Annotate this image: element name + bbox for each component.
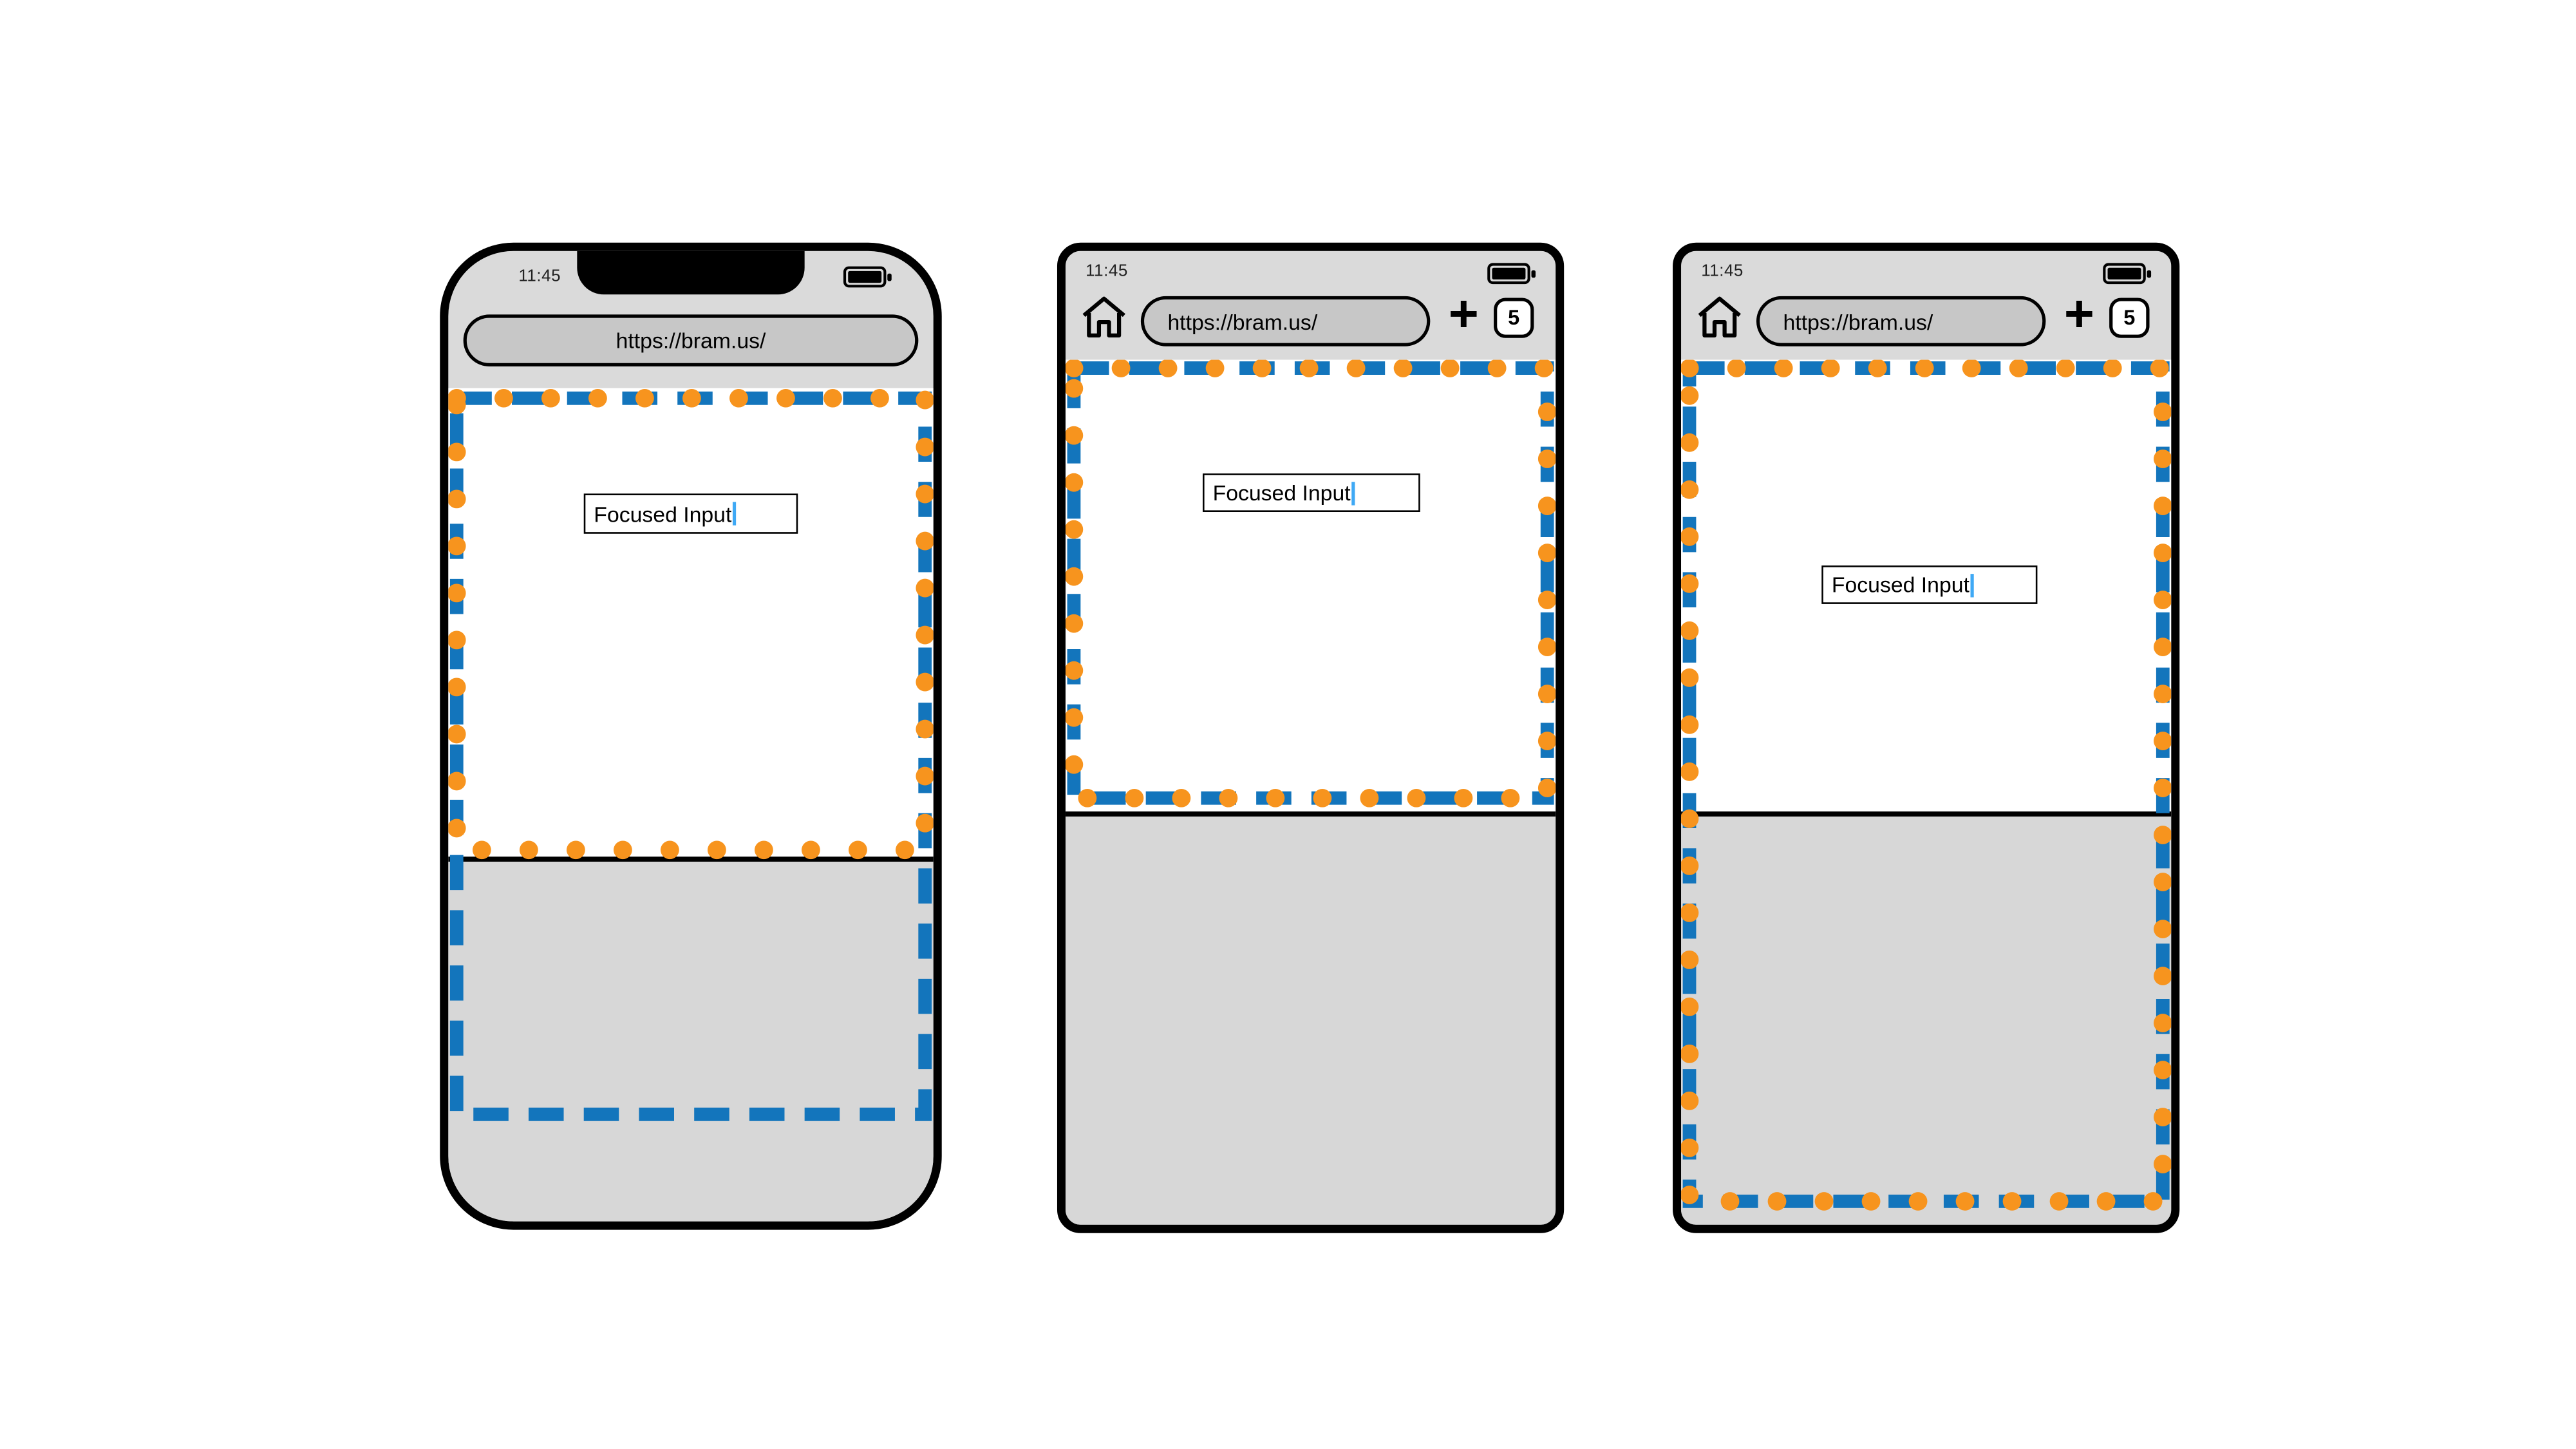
url-bar[interactable]: https://bram.us/ (463, 314, 919, 366)
url-bar[interactable]: https://bram.us/ (1140, 296, 1431, 346)
new-tab-button[interactable]: + (2064, 284, 2094, 343)
web-page-viewport: Focused Input (1065, 359, 1556, 812)
focused-input[interactable]: Focused Input (1202, 473, 1420, 513)
status-time: 11:45 (1701, 262, 1744, 281)
focused-input[interactable]: Focused Input (583, 493, 798, 534)
text-caret (1971, 573, 1975, 597)
battery-icon (843, 266, 893, 289)
virtual-keyboard-area (1065, 811, 1556, 1225)
url-text: https://bram.us/ (1167, 308, 1318, 334)
phone-android-resized: 11:45 https://bram.us/ + (1057, 242, 1565, 1233)
status-time: 11:45 (518, 267, 561, 287)
battery-icon (1487, 263, 1537, 286)
phone-android-overlay: 11:45 https://bram.us/ + (1673, 242, 2180, 1233)
battery-icon (2103, 263, 2153, 286)
web-page-viewport: Focused Input (448, 388, 934, 857)
tab-switcher-button[interactable]: 5 (2109, 298, 2150, 338)
phone-iphone: 11:45 https://bram.us/ Focused Input (440, 242, 942, 1230)
home-button[interactable] (1695, 293, 1745, 341)
input-value: Focused Input (594, 501, 732, 527)
virtual-keyboard-area (1681, 811, 2172, 1225)
focused-input[interactable]: Focused Input (1821, 565, 2038, 604)
url-text: https://bram.us/ (616, 328, 766, 354)
tab-switcher-button[interactable]: 5 (1494, 298, 1534, 338)
tab-count: 5 (2123, 306, 2136, 330)
url-bar[interactable]: https://bram.us/ (1756, 296, 2046, 346)
virtual-keyboard-area (448, 857, 934, 1222)
text-caret (1352, 480, 1356, 505)
home-button[interactable] (1079, 293, 1129, 341)
input-value: Focused Input (1831, 572, 1970, 598)
tab-count: 5 (1508, 306, 1520, 330)
text-caret (733, 502, 737, 526)
status-time: 11:45 (1086, 262, 1128, 281)
url-text: https://bram.us/ (1783, 308, 1933, 334)
input-value: Focused Input (1212, 480, 1351, 506)
web-page-viewport: Focused Input (1681, 359, 2172, 812)
new-tab-button[interactable]: + (1448, 284, 1479, 343)
notch (577, 251, 805, 295)
